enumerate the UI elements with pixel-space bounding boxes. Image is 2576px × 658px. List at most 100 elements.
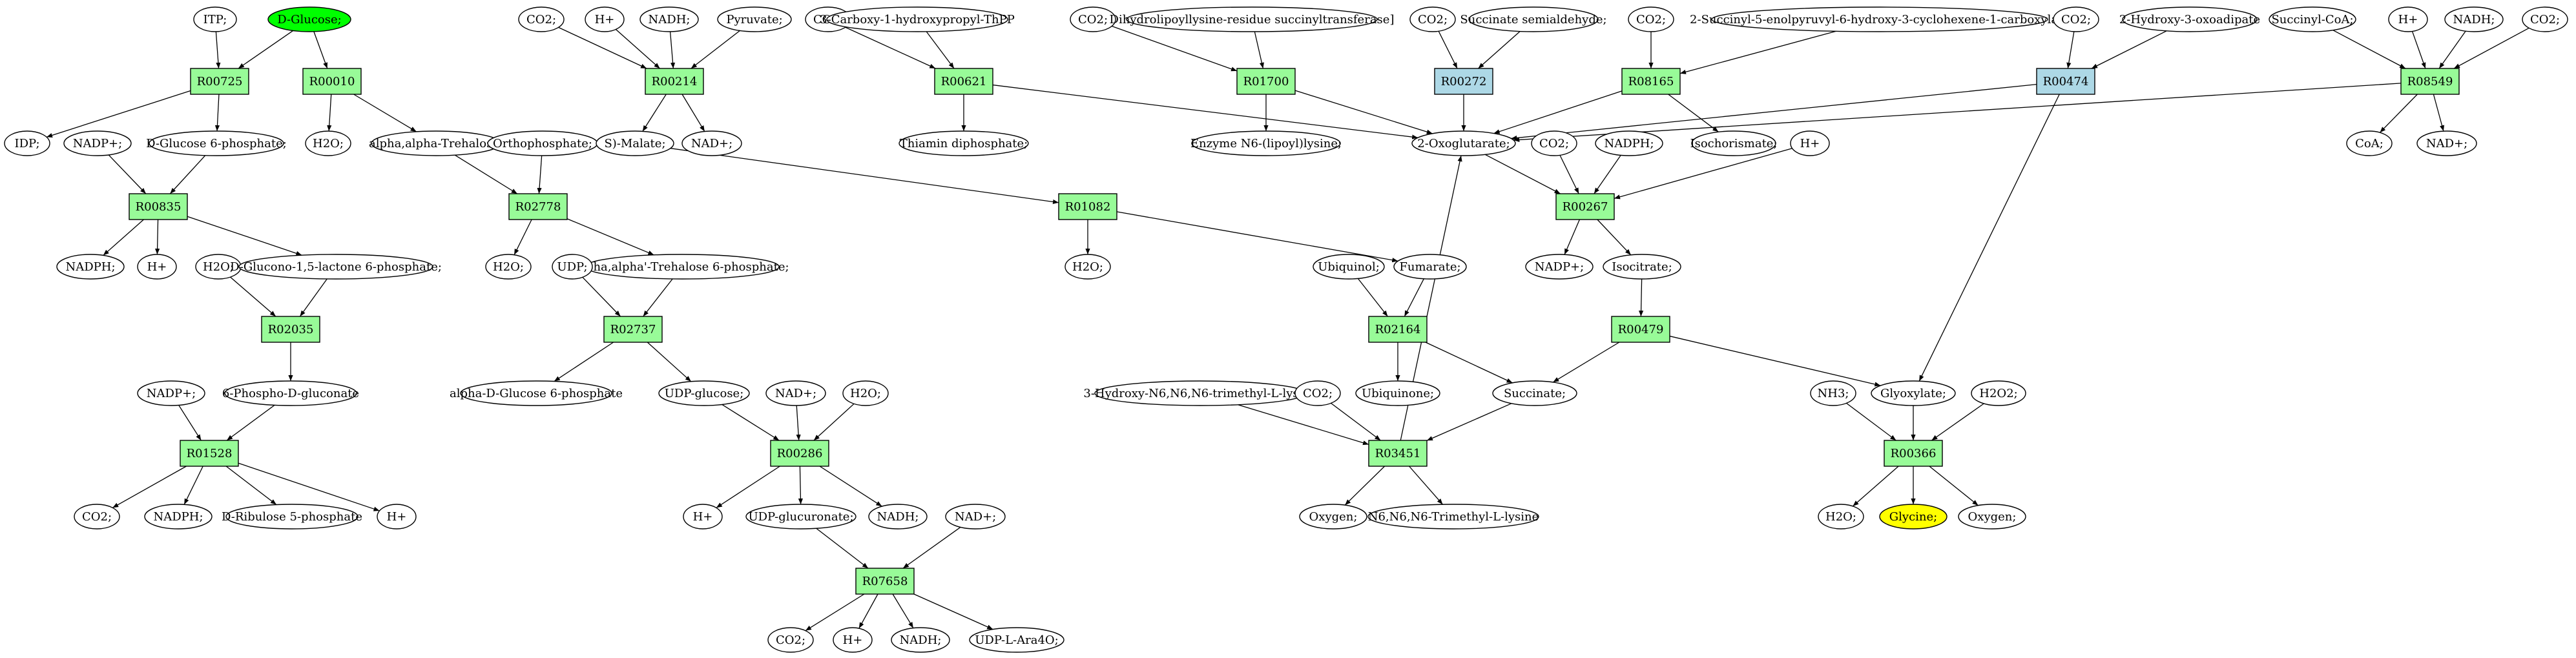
compound-node-hplus7[interactable]: H+ — [1790, 130, 1830, 156]
compound-node-h2o_b[interactable]: H2O; — [195, 254, 242, 280]
compound-node-h2o2[interactable]: H2O2; — [1971, 380, 2026, 406]
compound-node-fumarate[interactable]: Fumarate; — [1393, 254, 1467, 280]
reaction-node-R00010[interactable]: R00010 — [302, 68, 362, 95]
compound-node-pyruvate[interactable]: Pyruvate; — [717, 6, 792, 32]
compound-node-udpglc[interactable]: UDP-glucose; — [658, 380, 750, 406]
compound-node-succinyl5[interactable]: 2-Succinyl-5-enolpyruvyl-6-hydroxy-3-cyc… — [1690, 6, 2070, 32]
compound-node-h2o_d[interactable]: H2O; — [842, 380, 889, 406]
compound-node-oxygen1[interactable]: Oxygen; — [1299, 504, 1367, 529]
reaction-node-R03451[interactable]: R03451 — [1368, 440, 1428, 467]
compound-node-co2_k[interactable]: CO2; — [1531, 130, 1577, 156]
compound-node-nad3[interactable]: NAD+; — [681, 130, 742, 156]
compound-node-hydroxy3[interactable]: 2-Hydroxy-3-oxoadipate — [2119, 6, 2260, 32]
compound-node-h2o_a[interactable]: H2O; — [305, 130, 351, 156]
compound-node-nad4[interactable]: NAD+; — [2416, 130, 2477, 156]
compound-node-pgluconate[interactable]: 6-Phospho-D-gluconate — [222, 380, 359, 406]
compound-node-nadp2[interactable]: NADP+; — [137, 380, 205, 406]
reaction-node-R00474[interactable]: R00474 — [2036, 68, 2095, 95]
compound-node-glycine[interactable]: Glycine; — [1879, 504, 1948, 529]
reaction-node-R00286[interactable]: R00286 — [770, 440, 829, 467]
compound-node-ribulose[interactable]: D-Ribulose 5-phosphate — [222, 504, 362, 529]
compound-node-carboxy[interactable]: 3-Carboxy-1-hydroxypropyl-ThPP — [820, 6, 1015, 32]
reaction-node-R01528[interactable]: R01528 — [180, 440, 239, 467]
reaction-node-R02737[interactable]: R02737 — [603, 316, 663, 343]
compound-node-oxygen2[interactable]: Oxygen; — [1958, 504, 2026, 529]
reaction-node-R00725[interactable]: R00725 — [190, 68, 249, 95]
compound-node-hplus6[interactable]: H+ — [2388, 6, 2428, 32]
compound-node-thiamin[interactable]: Thiamin diphosphate; — [898, 130, 1029, 156]
reaction-node-R02778[interactable]: R02778 — [508, 193, 568, 220]
reaction-node-R08549[interactable]: R08549 — [2400, 68, 2460, 95]
compound-node-co2_f[interactable]: CO2; — [1409, 6, 1456, 32]
compound-node-nadph2[interactable]: NADPH; — [144, 504, 213, 529]
compound-node-co2_h[interactable]: CO2; — [2053, 6, 2099, 32]
compound-node-nadh4[interactable]: NADH; — [2444, 6, 2504, 32]
compound-node-glucono[interactable]: D-Glucono-1,5-lactone 6-phosphate; — [230, 254, 442, 280]
compound-node-co2_b[interactable]: CO2; — [767, 627, 814, 653]
compound-node-nad2[interactable]: NAD+; — [945, 504, 1006, 529]
compound-node-co2_i[interactable]: CO2; — [2522, 6, 2568, 32]
compound-node-udpara[interactable]: UDP-L-Ara4O; — [969, 627, 1065, 653]
compound-node-nad1[interactable]: NAD+; — [765, 380, 826, 406]
reaction-node-R02164[interactable]: R02164 — [1368, 316, 1428, 343]
compound-node-udp[interactable]: UDP; — [552, 254, 593, 280]
compound-node-nadph3[interactable]: NADPH; — [1595, 130, 1663, 156]
compound-node-treh6p[interactable]: alpha,alpha'-Trehalose 6-phosphate; — [575, 254, 789, 280]
compound-node-nadh3[interactable]: NADH; — [639, 6, 699, 32]
reaction-node-R01700[interactable]: R01700 — [1236, 68, 1296, 95]
reaction-node-R00366[interactable]: R00366 — [1884, 440, 1943, 467]
compound-node-ubiquinone[interactable]: Ubiquinone; — [1355, 380, 1440, 406]
compound-node-orthophos[interactable]: Orthophosphate; — [487, 130, 598, 156]
compound-node-nadph1[interactable]: NADPH; — [56, 254, 125, 280]
compound-node-glyoxylate[interactable]: Glyoxylate; — [1871, 380, 1956, 406]
compound-node-enzyme[interactable]: Enzyme N6-(lipoyl)lysine; — [1190, 130, 1342, 156]
compound-node-coa[interactable]: CoA; — [2346, 130, 2393, 156]
compound-node-hplus2[interactable]: H+ — [377, 504, 417, 529]
reaction-node-R00267[interactable]: R00267 — [1555, 193, 1615, 220]
compound-node-dglc[interactable]: D-Glucose; — [267, 6, 351, 32]
compound-node-dg6p[interactable]: D-Glucose 6-phosphate; — [146, 130, 287, 156]
reaction-node-R02035[interactable]: R02035 — [261, 316, 320, 343]
compound-node-udpglcur[interactable]: UDP-glucuronate; — [745, 504, 857, 529]
compound-node-hplus3[interactable]: H+ — [683, 504, 723, 529]
compound-node-nadp1[interactable]: NADP+; — [63, 130, 132, 156]
compound-node-h2o_e[interactable]: H2O; — [1065, 254, 1111, 280]
compound-node-h2o_f[interactable]: H2O; — [1818, 504, 1864, 529]
reaction-node-R07658[interactable]: R07658 — [855, 568, 915, 595]
compound-node-co2_c[interactable]: CO2; — [518, 6, 565, 32]
reaction-node-R00621[interactable]: R00621 — [934, 68, 993, 95]
reaction-node-R01082[interactable]: R01082 — [1058, 193, 1117, 220]
compound-node-hydroxytml[interactable]: 3-Hydroxy-N6,N6,N6-trimethyl-L-lysine — [1083, 380, 1317, 406]
compound-node-adg6p[interactable]: alpha-D-Glucose 6-phosphate — [450, 380, 623, 406]
compound-node-nh3[interactable]: NH3; — [1810, 380, 1856, 406]
compound-node-co2_a[interactable]: CO2; — [74, 504, 120, 529]
reaction-node-R00272[interactable]: R00272 — [1434, 68, 1493, 95]
compound-node-oxoglut[interactable]: 2-Oxoglutarate; — [1411, 130, 1516, 156]
compound-node-hplus1[interactable]: H+ — [137, 254, 177, 280]
reaction-node-R08165[interactable]: R08165 — [1621, 68, 1681, 95]
compound-node-nadp3[interactable]: NADP+; — [1525, 254, 1594, 280]
compound-node-isocitrate[interactable]: Isocitrate; — [1603, 254, 1681, 280]
compound-node-ubiquinol[interactable]: Ubiquinol; — [1313, 254, 1385, 280]
compound-node-isochor[interactable]: Isochorismate; — [1690, 130, 1778, 156]
compound-node-nadh1[interactable]: NADH; — [868, 504, 928, 529]
reaction-node-R00214[interactable]: R00214 — [645, 68, 704, 95]
compound-node-h2o_c[interactable]: H2O; — [485, 254, 532, 280]
reaction-node-R00479[interactable]: R00479 — [1611, 316, 1670, 343]
compound-node-itp[interactable]: ITP; — [193, 6, 237, 32]
compound-node-hplus5[interactable]: H+ — [585, 6, 625, 32]
compound-node-co2_j[interactable]: CO2; — [1294, 380, 1341, 406]
compound-node-smalate[interactable]: S)-Malate; — [596, 130, 674, 156]
compound-node-hplus4[interactable]: H+ — [833, 627, 873, 653]
compound-node-succsemi[interactable]: Succinate semialdehyde; — [1460, 6, 1607, 32]
compound-node-succinate[interactable]: Succinate; — [1492, 380, 1577, 406]
compound-node-dihydro[interactable]: Dihydrolipoyllysine-residue succinyltran… — [1110, 6, 1395, 32]
compound-node-trehalose[interactable]: alpha,alpha-Trehalose; — [369, 130, 503, 156]
reaction-node-R00835[interactable]: R00835 — [129, 193, 188, 220]
compound-node-co2_g[interactable]: CO2; — [1628, 6, 1674, 32]
compound-node-idp[interactable]: IDP; — [4, 130, 50, 156]
compound-node-succcoa[interactable]: Succinyl-CoA; — [2269, 6, 2356, 32]
compound-node-nadh2[interactable]: NADH; — [891, 627, 950, 653]
compound-node-co2_e[interactable]: CO2; — [1070, 6, 1116, 32]
compound-node-tml[interactable]: N6,N6,N6-Trimethyl-L-lysine — [1367, 504, 1539, 529]
